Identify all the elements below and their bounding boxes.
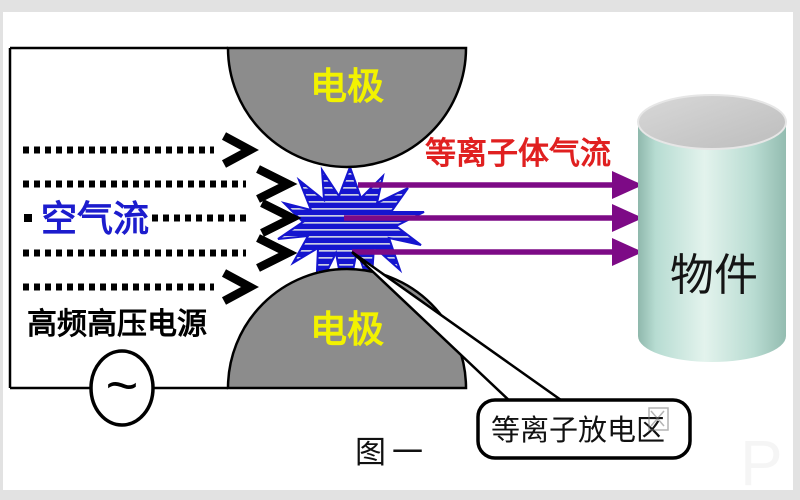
air-flow-leading-dot (24, 214, 32, 222)
discharge-zone-callout: 等离子放电区 (476, 398, 692, 460)
figure-caption: 图一 (355, 435, 429, 470)
air-flow-dotted-lines (23, 146, 248, 291)
top-electrode (226, 46, 468, 169)
air-flow-arrowheads (221, 132, 302, 305)
plasma-jet-arrows (344, 171, 643, 266)
air-flow-arrows (23, 132, 302, 305)
cylinder-top (637, 94, 787, 150)
plasma-flow-label: 等离子体气流 (425, 136, 611, 171)
target-object-label: 物件 (670, 251, 758, 300)
target-cylinder: 物件 (637, 94, 787, 362)
air-flow-label: 空气流 (41, 198, 149, 239)
plasma-arrow-lines (344, 182, 614, 255)
bottom-electrode-label: 电极 (310, 309, 384, 350)
ac-source-symbol: ~ (106, 353, 139, 416)
broken-image-icon (648, 407, 669, 431)
power-source-label: 高频高压电源 (27, 308, 207, 341)
plasma-arrow-heads (612, 171, 643, 266)
callout-bubble (476, 398, 692, 460)
ac-source-circle (89, 349, 155, 427)
cylinder-body (638, 122, 786, 362)
watermark-ghost: P (740, 427, 783, 499)
top-electrode-label: 电极 (310, 66, 384, 107)
discharge-zone-label: 等离子放电区 (491, 414, 665, 447)
